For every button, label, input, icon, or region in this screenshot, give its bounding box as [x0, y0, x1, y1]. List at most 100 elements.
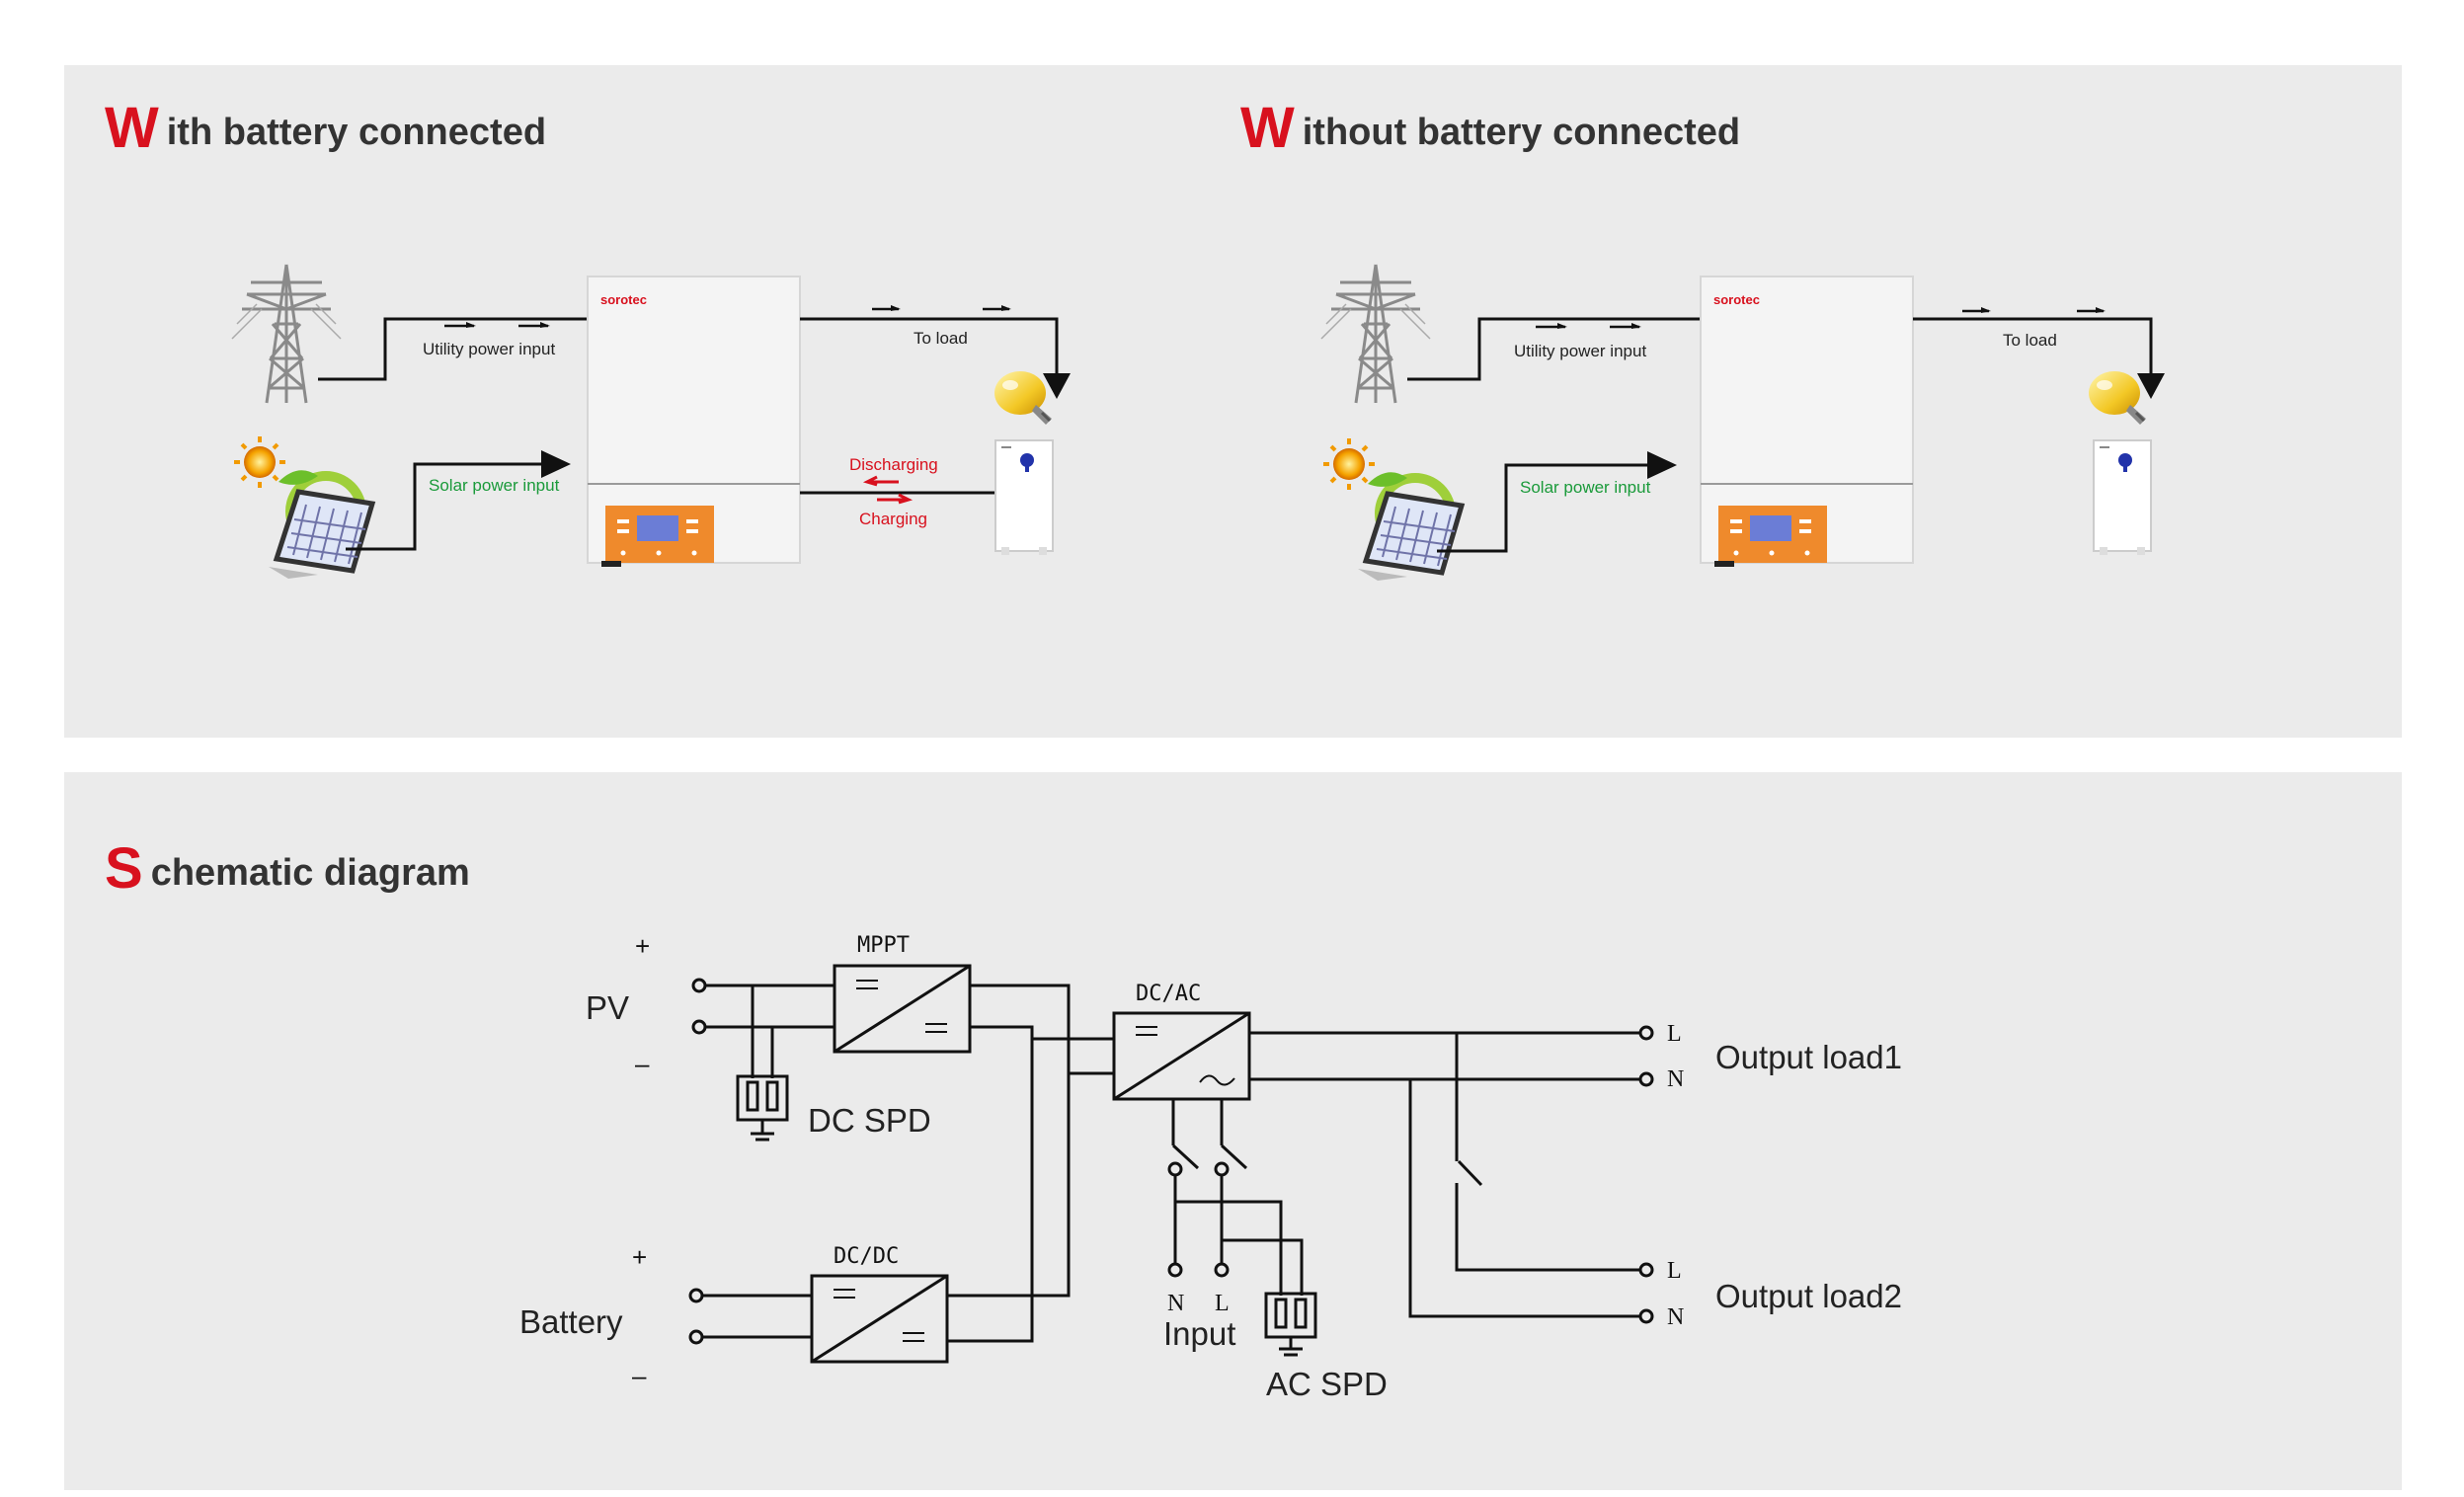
dcdc-box [810, 1274, 949, 1364]
title-initial: W [1240, 96, 1295, 160]
converter-diagonal [811, 1274, 948, 1364]
flow-panel [64, 65, 2402, 738]
solar-arrow-head [1647, 451, 1677, 479]
pylon-icon [1319, 263, 1432, 405]
flow-arrow-head [891, 305, 901, 311]
load-label: To load [2003, 331, 2057, 350]
solar-panel-icon [1358, 472, 1462, 581]
wire [948, 1025, 1034, 1343]
load-line [800, 317, 1059, 390]
converter-diagonal [1113, 1011, 1250, 1101]
output2-l-label: L [1667, 1258, 1682, 1284]
flow-without-battery: Utility power input sorotec To load Sola… [1319, 263, 2165, 581]
ac-spd-box [1264, 1292, 1317, 1339]
input-l-label: L [1215, 1291, 1230, 1316]
switch [1457, 1159, 1483, 1187]
battery-minus-terminal [688, 1329, 704, 1345]
output1-n-label: N [1667, 1066, 1684, 1092]
dcac-label: DC/AC [1136, 982, 1201, 1006]
schematic-labels: + PV – MPPT DC SPD DC/AC L N Output load… [519, 931, 1902, 1402]
pv-plus-terminal [691, 978, 707, 993]
wire [948, 1073, 1071, 1298]
output2-l-terminal [1638, 1262, 1654, 1278]
input-terminal [1214, 1161, 1230, 1177]
utility-line [318, 317, 588, 381]
solar-label: Solar power input [1520, 478, 1651, 497]
pv-plus-label: + [635, 931, 650, 961]
dc-spd-element [746, 1080, 759, 1112]
solar-label: Solar power input [429, 476, 560, 495]
utility-line [1407, 317, 1701, 381]
ac-spd-element [1294, 1298, 1308, 1329]
schematic-panel [64, 772, 2402, 1490]
pv-minus-label: – [635, 1049, 650, 1078]
inverter-icon [587, 276, 801, 568]
converter-diagonal [834, 964, 971, 1054]
load-arrow-head [1043, 373, 1071, 399]
ac-spd-label: AC SPD [1266, 1366, 1388, 1402]
input-l-terminal [1214, 1262, 1230, 1278]
title-initial: W [105, 96, 159, 160]
output2-n-terminal [1638, 1308, 1654, 1324]
dcdc-label: DC/DC [834, 1244, 899, 1269]
title-initial: S [105, 836, 143, 901]
flow-arrow-head [1631, 323, 1641, 329]
dc-spd-element [765, 1080, 779, 1112]
ac-spd-element [1274, 1298, 1288, 1329]
input-label: Input [1163, 1315, 1235, 1352]
output1-n-terminal [1638, 1071, 1654, 1087]
discharge-arrow [862, 475, 899, 487]
dc-spd-label: DC SPD [808, 1102, 931, 1139]
sun-icon [1321, 436, 1377, 492]
charge-arrow [877, 493, 914, 505]
ac-symbol [1199, 1074, 1235, 1086]
schematic [688, 964, 1654, 1364]
charging-label: Charging [859, 510, 927, 528]
light-bulb-icon [993, 369, 1054, 427]
solar-arrow-head [541, 450, 571, 478]
title-text: ith battery connected [166, 112, 547, 153]
input-n-terminal [1167, 1262, 1183, 1278]
utility-label: Utility power input [423, 340, 555, 358]
input-n-label: N [1167, 1291, 1184, 1316]
wire [1408, 1079, 1640, 1318]
battery-cabinet-icon [994, 439, 1054, 556]
output1-label: Output load1 [1715, 1039, 1902, 1075]
flow-arrow-head [540, 322, 550, 328]
load-arrow-head [2137, 373, 2165, 399]
sun-icon [232, 434, 287, 490]
wire [970, 984, 1114, 1075]
mppt-label: MPPT [857, 933, 910, 958]
flow-arrow-head [1001, 305, 1011, 311]
flow-with-battery: Utility power input sorotec To load Sola… [230, 263, 1071, 579]
battery-cabinet-icon [2093, 439, 2152, 556]
pv-minus-terminal [691, 1019, 707, 1035]
load-line [1913, 317, 2153, 390]
flow-arrow-head [2096, 307, 2106, 313]
switch [1220, 1143, 1248, 1170]
dc-spd-box [736, 1074, 789, 1122]
battery-minus-label: – [632, 1361, 647, 1390]
mppt-box [833, 964, 972, 1054]
flow-arrow-head [466, 322, 476, 328]
dcac-box [1112, 1011, 1251, 1101]
output1-l-terminal [1638, 1025, 1654, 1041]
solar-line [1437, 463, 1659, 553]
flow-arrow-head [1557, 323, 1567, 329]
battery-plus-terminal [688, 1288, 704, 1303]
title-text: chematic diagram [150, 852, 470, 894]
brand-logo: sorotec [600, 292, 647, 307]
wire [1222, 1238, 1304, 1296]
utility-label: Utility power input [1514, 342, 1646, 360]
solar-line [346, 462, 553, 551]
light-bulb-icon [2087, 369, 2148, 427]
discharging-label: Discharging [849, 455, 938, 474]
pylon-icon [230, 263, 343, 405]
wire [1455, 1183, 1640, 1272]
battery-label: Battery [519, 1303, 623, 1340]
output2-n-label: N [1667, 1304, 1684, 1330]
